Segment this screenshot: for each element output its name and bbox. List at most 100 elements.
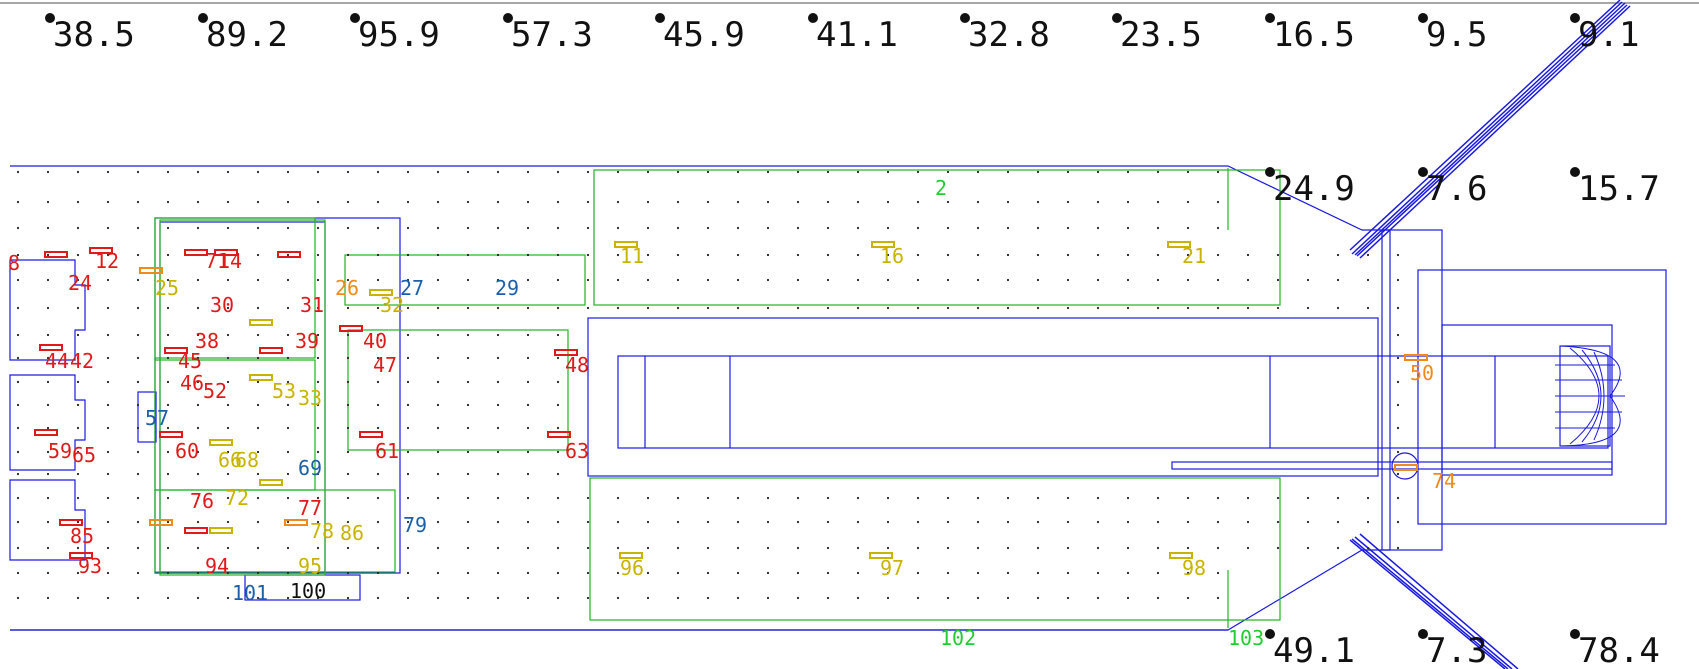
grid-dot xyxy=(1396,278,1400,282)
grid-dot xyxy=(766,596,770,600)
grid-dot xyxy=(136,426,140,430)
top-reading-dot xyxy=(1418,13,1428,23)
grid-dot xyxy=(1396,450,1400,454)
grid-dot xyxy=(76,403,80,407)
grid-dot xyxy=(16,546,20,550)
grid-dot xyxy=(706,496,710,500)
grid-dot xyxy=(736,170,740,174)
grid-dot xyxy=(1156,170,1160,174)
grid-dot xyxy=(436,426,440,430)
grid-dot xyxy=(826,496,830,500)
grid-dot xyxy=(1066,253,1070,257)
top-reading-dot xyxy=(960,13,970,23)
yellow-item-marker xyxy=(619,552,643,559)
grid-dot xyxy=(16,226,20,230)
grid-dot xyxy=(676,170,680,174)
grid-dot xyxy=(106,450,110,454)
grid-dot xyxy=(76,450,80,454)
grid-dot xyxy=(856,596,860,600)
top-reading-dot xyxy=(198,13,208,23)
grid-dot xyxy=(796,520,800,524)
red-item-marker xyxy=(59,519,83,526)
grid-dot xyxy=(376,253,380,257)
grid-dot xyxy=(256,472,260,476)
grid-dot xyxy=(256,253,260,257)
grid-dot xyxy=(196,596,200,600)
grid-dot xyxy=(736,546,740,550)
grid-dot xyxy=(286,403,290,407)
grid-dot xyxy=(316,546,320,550)
grid-dot xyxy=(526,546,530,550)
grid-dot xyxy=(466,426,470,430)
yellow-item-marker xyxy=(369,289,393,296)
grid-dot xyxy=(316,571,320,575)
grid-dot xyxy=(256,306,260,310)
grid-dot xyxy=(1066,226,1070,230)
grid-dot xyxy=(1006,306,1010,310)
grid-dot xyxy=(946,546,950,550)
grid-dot xyxy=(466,520,470,524)
grid-dot xyxy=(1156,596,1160,600)
grid-dot xyxy=(1336,546,1340,550)
grid-dot xyxy=(106,426,110,430)
grid-dot xyxy=(226,546,230,550)
grid-dot xyxy=(1216,200,1220,204)
grid-dot xyxy=(256,170,260,174)
grid-dot xyxy=(226,571,230,575)
grid-dot xyxy=(226,403,230,407)
grid-dot xyxy=(1186,546,1190,550)
grid-dot xyxy=(196,306,200,310)
grid-dot xyxy=(556,226,560,230)
grid-dot xyxy=(976,226,980,230)
grid-dot xyxy=(496,472,500,476)
grid-dot xyxy=(106,380,110,384)
grid-dot xyxy=(466,496,470,500)
grid-dot xyxy=(316,380,320,384)
grid-dot xyxy=(556,450,560,454)
grid-dot xyxy=(136,596,140,600)
grid-dot xyxy=(196,380,200,384)
grid-dot xyxy=(1156,571,1160,575)
grid-dot xyxy=(196,226,200,230)
grid-dot xyxy=(1366,306,1370,310)
grid-dot xyxy=(1276,278,1280,282)
grid-dot xyxy=(526,496,530,500)
grid-dot xyxy=(556,278,560,282)
grid-dot xyxy=(1186,226,1190,230)
grid-dot xyxy=(406,170,410,174)
grid-dot xyxy=(346,546,350,550)
grid-dot xyxy=(1276,496,1280,500)
grid-dot xyxy=(406,226,410,230)
grid-dot xyxy=(1066,200,1070,204)
yellow-item-marker xyxy=(869,552,893,559)
grid-dot xyxy=(46,278,50,282)
grid-dot xyxy=(826,200,830,204)
grid-dot xyxy=(406,472,410,476)
grid-dot xyxy=(1336,306,1340,310)
zone-label-48: 48 xyxy=(565,353,589,377)
grid-dot xyxy=(406,380,410,384)
grid-dot xyxy=(1186,306,1190,310)
yellow-item-marker xyxy=(249,374,273,381)
grid-dot xyxy=(76,200,80,204)
grid-dot xyxy=(916,571,920,575)
top-reading-dot xyxy=(1265,13,1275,23)
grid-dot xyxy=(526,333,530,337)
measurement-dot-grid xyxy=(16,170,1400,600)
grid-dot xyxy=(496,450,500,454)
grid-dot xyxy=(376,520,380,524)
grid-dot xyxy=(796,170,800,174)
zone-label-79: 79 xyxy=(403,513,427,537)
grid-dot xyxy=(226,278,230,282)
grid-dot xyxy=(16,496,20,500)
zone-label-63: 63 xyxy=(565,439,589,463)
grid-dot xyxy=(1126,306,1130,310)
grid-dot xyxy=(436,496,440,500)
grid-dot xyxy=(226,496,230,500)
grid-dot xyxy=(796,596,800,600)
grid-dot xyxy=(286,253,290,257)
grid-dot xyxy=(1306,253,1310,257)
grid-dot xyxy=(106,356,110,360)
